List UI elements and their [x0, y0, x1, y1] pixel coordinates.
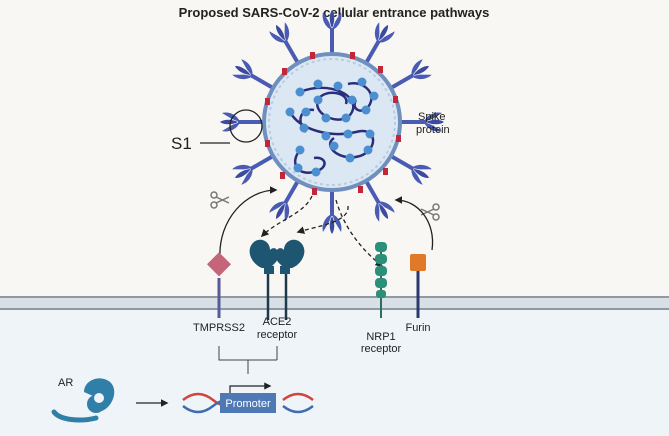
s1-label: S1: [171, 134, 192, 153]
furin-protein: [410, 254, 426, 318]
tmprss2-cleavage-arrow: [219, 186, 278, 259]
promoter-box: [220, 393, 276, 413]
s1-highlight: [229, 109, 263, 143]
nrp1-receptor: [375, 242, 387, 318]
furin-label: Furin: [405, 322, 430, 334]
androgen-receptor: [51, 378, 115, 423]
ace2-receptor: [249, 239, 305, 320]
ace2-label-line1: ACE2: [263, 316, 292, 328]
cytoplasm: [0, 308, 669, 436]
tmprss2-label: TMPRSS2: [193, 322, 245, 334]
viral-rna: [285, 77, 379, 177]
ace2-entry-arrow: [260, 195, 313, 238]
nrp1-label-line2: receptor: [361, 343, 402, 355]
ar-label: AR: [58, 377, 73, 389]
promoter-label: Promoter: [225, 398, 271, 410]
scissors-icon: [210, 191, 230, 209]
spike-protein-label-line1: Spike: [418, 111, 446, 123]
diagram-title: Proposed SARS-CoV-2 cellular entrance pa…: [179, 5, 490, 20]
furin-cleavage-arrow: [394, 196, 434, 251]
cell-membrane: [0, 296, 669, 310]
membrane-proteins: [265, 52, 401, 195]
gene-link-bracket: [218, 346, 278, 374]
nrp1-label-line1: NRP1: [366, 331, 395, 343]
spike-protein-label-line2: protein: [416, 124, 450, 136]
scissors-icon: [420, 203, 440, 221]
ace2-label-line2: receptor: [257, 329, 298, 341]
virus-particle: [200, 10, 444, 234]
transcription-start-arrow: [229, 382, 272, 393]
